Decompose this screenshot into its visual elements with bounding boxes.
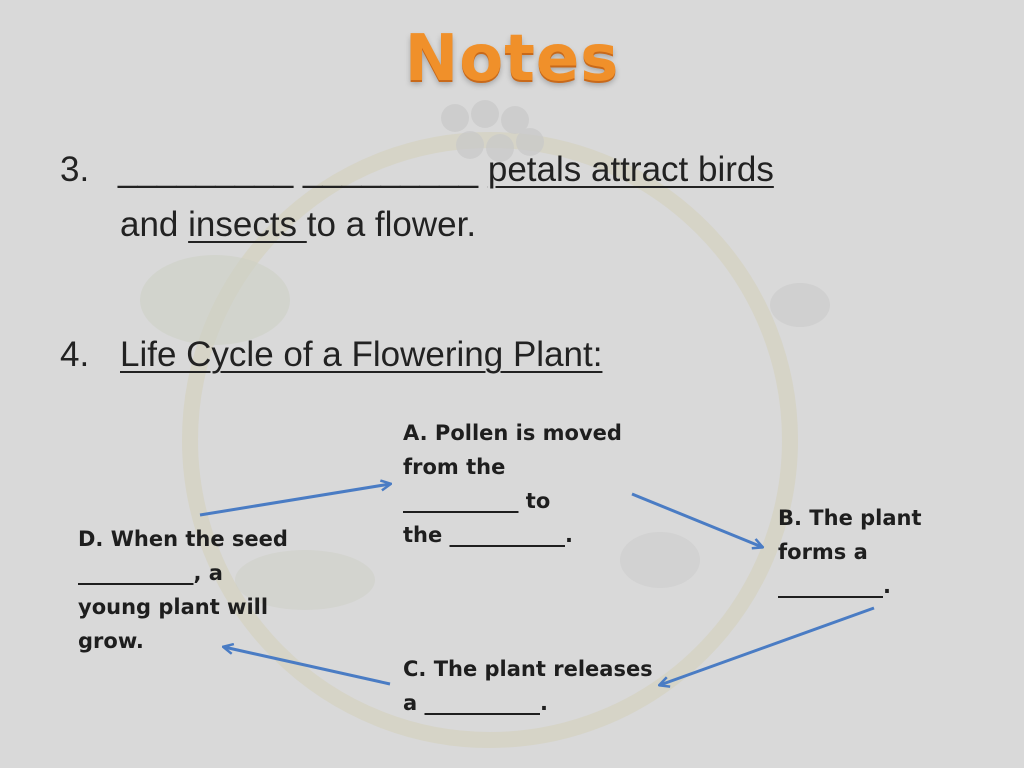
cycle-note-a: A. Pollen is moved from the ___________ … xyxy=(403,416,622,552)
item-3-line-2: and insects to a flower. xyxy=(120,205,476,245)
cycle-note-d-line: grow. xyxy=(78,629,144,653)
item-4-heading: Life Cycle of a Flowering Plant: xyxy=(120,335,603,374)
page-title: Notes xyxy=(404,22,620,96)
cycle-note-d-line: ___________, a xyxy=(78,561,223,585)
arrow-a-to-b xyxy=(631,492,762,547)
cycle-note-b-line: forms a xyxy=(778,540,868,564)
cycle-note-a-line: from the xyxy=(403,455,506,479)
cycle-note-d-line: young plant will xyxy=(78,595,269,619)
cycle-note-c-line: a ___________. xyxy=(403,691,548,715)
item-3-insects-text: insects xyxy=(188,205,307,244)
item-3-blank-1: _________ xyxy=(118,150,294,189)
cycle-note-a-line: the ___________. xyxy=(403,523,574,547)
item-3-blanks: _________ _________ petals attract birds xyxy=(118,150,774,190)
item-3-flower-text: to a flower. xyxy=(306,205,477,244)
cycle-note-b-line: __________. xyxy=(778,574,891,598)
cycle-note-b: B. The plant forms a __________. xyxy=(778,501,922,603)
item-3-and-text: and xyxy=(120,205,189,244)
cycle-note-a-line: ___________ to xyxy=(403,489,551,513)
cycle-note-c-line: C. The plant releases xyxy=(403,657,653,681)
cycle-note-b-line: B. The plant xyxy=(778,506,922,530)
cycle-note-c: C. The plant releases a ___________. xyxy=(403,652,653,720)
arrow-b-to-c xyxy=(660,606,875,685)
item-4-number: 4. xyxy=(60,335,90,374)
item-3-petals-text: petals attract birds xyxy=(487,150,774,189)
cycle-note-d: D. When the seed ___________, a young pl… xyxy=(78,522,288,658)
arrow-d-to-a xyxy=(199,484,390,517)
item-3-number: 3. xyxy=(60,150,90,189)
arrow-c-to-d xyxy=(224,647,391,686)
cycle-note-a-line: A. Pollen is moved xyxy=(403,421,622,445)
cycle-note-d-line: D. When the seed xyxy=(78,527,288,551)
item-3-blank-2: _________ xyxy=(302,150,479,189)
